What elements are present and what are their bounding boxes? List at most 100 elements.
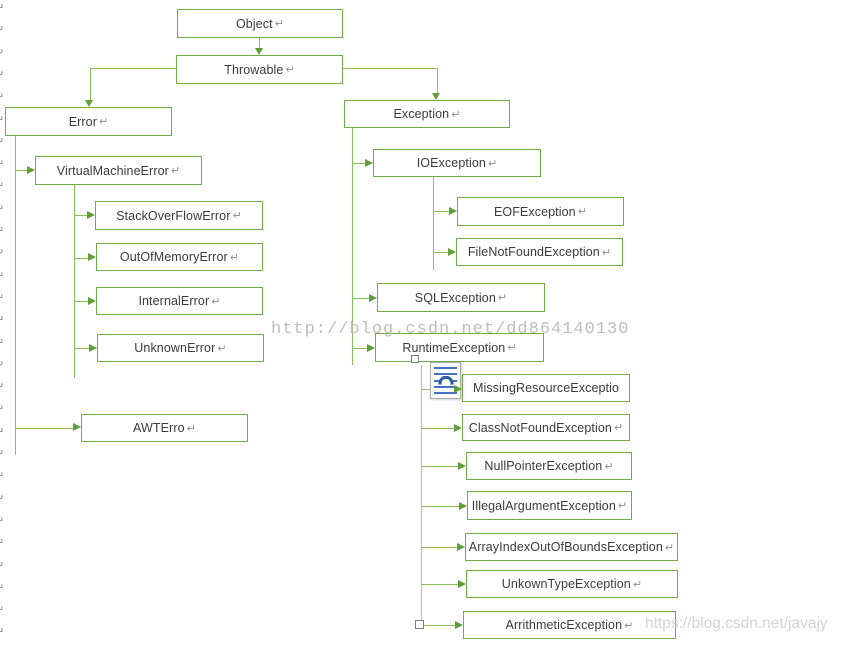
node-label: OutOfMemoryError [119, 250, 228, 264]
node-label: UnknownError [134, 341, 216, 355]
paragraph-return-mark: ↵ [664, 540, 675, 554]
margin-return-mark: ↵ [0, 46, 4, 59]
node-unkowntypeexception[interactable]: UnkownTypeException↵ [466, 570, 678, 598]
node-filenotfoundexception[interactable]: FileNotFoundException↵ [456, 238, 623, 266]
connector-line [433, 210, 449, 212]
arrowhead-right-icon [454, 384, 462, 393]
connector-line [15, 427, 73, 429]
margin-return-mark: ↵ [0, 492, 4, 505]
node-internalerror[interactable]: InternalError↵ [96, 287, 263, 315]
node-object[interactable]: Object↵ [177, 9, 343, 38]
connector-line [74, 214, 87, 216]
margin-return-mark: ↵ [0, 380, 4, 393]
connector-line [352, 347, 367, 349]
arrowhead-right-icon [455, 620, 463, 629]
connector-line [352, 162, 365, 164]
margin-return-mark: ↵ [0, 469, 4, 482]
node-eofexception[interactable]: EOFException↵ [457, 197, 624, 226]
connector-line [421, 624, 455, 626]
text-line-icon [434, 367, 457, 369]
node-error[interactable]: Error↵ [5, 107, 172, 136]
node-outofmemoryerror[interactable]: OutOfMemoryError↵ [96, 243, 263, 271]
connector-line [421, 583, 458, 585]
paragraph-return-mark: ↵ [98, 115, 109, 128]
margin-return-mark: ↵ [0, 625, 4, 638]
node-classnotfoundexception[interactable]: ClassNotFoundException↵ [462, 414, 630, 441]
paragraph-return-mark: ↵ [170, 164, 181, 177]
node-unknownerror[interactable]: UnknownError↵ [97, 334, 264, 362]
node-label: SQLException [414, 290, 496, 305]
arrowhead-right-icon [367, 343, 375, 352]
arrowhead-right-icon [457, 542, 465, 551]
arrowhead-right-icon [369, 293, 377, 302]
margin-return-mark: ↵ [0, 68, 4, 81]
node-label: EOFException [493, 204, 576, 219]
margin-return-mark: ↵ [0, 90, 4, 103]
node-arrayindexoutofboundsexception[interactable]: ArrayIndexOutOfBoundsException↵ [465, 533, 678, 561]
arrowhead-right-icon [448, 247, 456, 256]
selection-handle[interactable] [411, 355, 419, 363]
text-line-icon [434, 392, 457, 394]
node-runtimeexception[interactable]: RuntimeException↵ [375, 333, 544, 362]
node-label: Error [68, 114, 97, 129]
node-label: Object [235, 16, 273, 31]
text-line-icon [434, 373, 457, 376]
connector-line [343, 67, 437, 69]
paragraph-return-mark: ↵ [507, 341, 517, 354]
connector-line [352, 297, 369, 299]
layout-options-icon[interactable] [430, 362, 461, 399]
node-stackoverflowerror[interactable]: StackOverFlowError↵ [95, 201, 263, 230]
node-virtualmachineerror[interactable]: VirtualMachineError↵ [35, 156, 202, 185]
node-exception[interactable]: Exception↵ [344, 100, 510, 128]
node-awterror[interactable]: AWTErro↵ [81, 414, 248, 442]
node-label: ArrayIndexOutOfBoundsException [468, 540, 663, 554]
node-illegalargumentexception[interactable]: IllegalArgumentException↵ [467, 491, 632, 520]
margin-return-mark: ↵ [0, 581, 4, 594]
margin-return-mark: ↵ [0, 23, 4, 36]
node-label: StackOverFlowError [116, 208, 231, 223]
text-line-icon [434, 385, 457, 388]
paragraph-return-mark: ↵ [617, 499, 628, 512]
margin-return-mark: ↵ [0, 514, 4, 527]
node-arrithmeticexception[interactable]: ArrithmeticException↵ [463, 611, 676, 639]
node-throwable[interactable]: Throwable↵ [176, 55, 343, 84]
paragraph-return-mark: ↵ [601, 245, 612, 259]
node-nullpointerexception[interactable]: NullPointerException↵ [466, 452, 632, 480]
connector-line [89, 68, 91, 101]
margin-return-mark: ↵ [0, 291, 4, 304]
paragraph-return-mark: ↵ [186, 421, 196, 435]
connector-line-selected[interactable] [420, 365, 422, 621]
node-ioexception[interactable]: IOException↵ [373, 149, 541, 177]
margin-return-mark: ↵ [0, 358, 4, 371]
node-label: InternalError [138, 294, 210, 308]
node-missingresourceexceptio[interactable]: MissingResourceExceptio [462, 374, 630, 402]
paragraph-return-mark: ↵ [624, 618, 634, 632]
paragraph-return-mark: ↵ [632, 577, 643, 591]
connector-line [436, 68, 438, 94]
node-label: AWTErro [133, 421, 185, 435]
arrowhead-right-icon [88, 296, 96, 305]
connector-line [74, 347, 89, 349]
arrowhead-right-icon [27, 165, 35, 174]
margin-return-mark: ↵ [0, 135, 4, 148]
margin-return-mark: ↵ [0, 447, 4, 460]
paragraph-return-mark: ↵ [232, 209, 242, 222]
connector-line [433, 251, 448, 253]
arrowhead-right-icon [87, 210, 95, 219]
selection-handle[interactable] [415, 620, 424, 629]
node-sqlexception[interactable]: SQLException↵ [377, 283, 545, 312]
connector-line [421, 427, 454, 429]
arrowhead-down-icon [432, 93, 440, 100]
connector-line [14, 136, 16, 455]
paragraph-return-mark: ↵ [274, 17, 285, 30]
paragraph-return-mark: ↵ [217, 341, 227, 355]
paragraph-return-mark: ↵ [487, 156, 498, 170]
connector-line [421, 505, 459, 507]
margin-return-mark: ↵ [0, 1, 4, 14]
margin-return-mark: ↵ [0, 603, 4, 616]
arrowhead-down-icon [85, 100, 93, 107]
connector-line [74, 257, 88, 259]
arrowhead-right-icon [459, 501, 467, 510]
node-label: UnkownTypeException [501, 577, 631, 591]
